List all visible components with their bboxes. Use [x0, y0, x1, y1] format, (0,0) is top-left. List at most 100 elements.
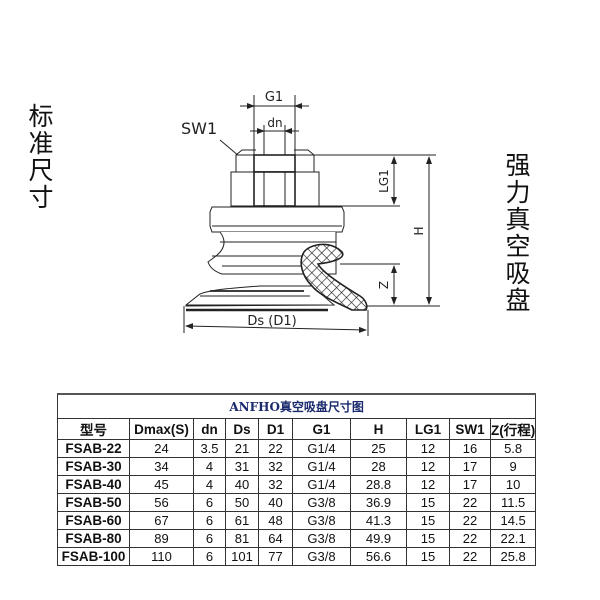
z-label: Z — [377, 281, 391, 289]
table-row: FSAB-50 56 6 50 40 G3/8 36.9 15 22 11.5 — [57, 493, 537, 512]
table-cell: 14.5 — [489, 511, 537, 530]
table-cell: 16 — [449, 439, 491, 458]
table-cell: 25 — [350, 439, 407, 458]
table-row: FSAB-22 24 3.5 21 22 G1/4 25 12 16 5.8 — [57, 439, 537, 458]
table-cell: G1/4 — [292, 457, 351, 476]
lg1-label: LG1 — [377, 169, 391, 193]
table-cell: G3/8 — [292, 511, 351, 530]
table-cell: 17 — [449, 475, 491, 494]
column-header: LG1 — [406, 418, 450, 440]
standard-size-label: 标准尺寸 — [28, 102, 54, 212]
sw1-label: SW1 — [181, 119, 217, 138]
table-title: ANFHO真空吸盘尺寸图 — [56, 393, 537, 419]
table-cell: 25.8 — [489, 547, 537, 566]
table-cell: 5.8 — [489, 439, 537, 458]
model-cell: FSAB-40 — [57, 475, 130, 494]
table-cell: 9 — [489, 457, 537, 476]
column-header: D1 — [258, 418, 293, 440]
model-cell: FSAB-100 — [57, 547, 130, 566]
column-header: Z(行程) — [489, 418, 537, 440]
table-cell: 15 — [406, 493, 450, 512]
table-row: FSAB-30 34 4 31 32 G1/4 28 12 17 9 — [57, 457, 537, 476]
table-cell: 22 — [258, 439, 293, 458]
g1-label: G1 — [265, 90, 283, 105]
table-cell: 22 — [449, 511, 491, 530]
table-cell: 61 — [225, 511, 259, 530]
table-cell: 12 — [406, 439, 450, 458]
column-header: 型号 — [57, 418, 130, 440]
table-cell: 49.9 — [350, 529, 407, 548]
table-cell: 22 — [449, 547, 491, 566]
table-cell: 6 — [193, 511, 226, 530]
table-cell: 40 — [258, 493, 293, 512]
table-cell: 48 — [258, 511, 293, 530]
model-cell: FSAB-60 — [57, 511, 130, 530]
table-cell: 40 — [225, 475, 259, 494]
table-cell: 4 — [193, 475, 226, 494]
ds-d1-label: Ds (D1) — [247, 314, 296, 329]
table-cell: 41.3 — [350, 511, 407, 530]
table-row: FSAB-60 67 6 61 48 G3/8 41.3 15 22 14.5 — [57, 511, 537, 530]
table-cell: 17 — [449, 457, 491, 476]
table-cell: 6 — [193, 547, 226, 566]
model-cell: FSAB-22 — [57, 439, 130, 458]
column-header: Dmax(S) — [129, 418, 194, 440]
table-cell: 32 — [258, 475, 293, 494]
model-cell: FSAB-50 — [57, 493, 130, 512]
suction-cup-dimension-drawing: G1 dn SW1 LG1 H Z Ds (D1) — [181, 90, 440, 336]
table-cell: 6 — [193, 493, 226, 512]
table-row: FSAB-40 45 4 40 32 G1/4 28.8 12 17 10 — [57, 475, 537, 494]
table-cell: 77 — [258, 547, 293, 566]
table-cell: 64 — [258, 529, 293, 548]
table-cell: 50 — [225, 493, 259, 512]
table-cell: G1/4 — [292, 439, 351, 458]
table-header-row: 型号 Dmax(S) dn Ds D1 G1 H LG1 SW1 Z(行程) — [57, 418, 537, 440]
table-cell: 34 — [129, 457, 194, 476]
table-cell: 110 — [129, 547, 194, 566]
table-cell: 21 — [225, 439, 259, 458]
table-cell: 15 — [406, 529, 450, 548]
table-cell: 67 — [129, 511, 194, 530]
table-cell: 81 — [225, 529, 259, 548]
h-label: H — [412, 226, 426, 235]
table-cell: 12 — [406, 457, 450, 476]
table-title-row: ANFHO真空吸盘尺寸图 — [56, 393, 537, 419]
table-row: FSAB-100 110 6 101 77 G3/8 56.6 15 22 25… — [57, 547, 537, 566]
table-cell: G3/8 — [292, 493, 351, 512]
table-cell: 4 — [193, 457, 226, 476]
column-header: dn — [193, 418, 226, 440]
column-header: G1 — [292, 418, 351, 440]
table-cell: G1/4 — [292, 475, 351, 494]
table-cell: 45 — [129, 475, 194, 494]
table-cell: G3/8 — [292, 529, 351, 548]
dn-label: dn — [267, 116, 282, 130]
table-cell: 28 — [350, 457, 407, 476]
model-cell: FSAB-30 — [57, 457, 130, 476]
table-cell: 6 — [193, 529, 226, 548]
table-cell: 3.5 — [193, 439, 226, 458]
column-header: Ds — [225, 418, 259, 440]
table-cell: 36.9 — [350, 493, 407, 512]
table-cell: 56 — [129, 493, 194, 512]
table-row: FSAB-80 89 6 81 64 G3/8 49.9 15 22 22.1 — [57, 529, 537, 548]
table-cell: 11.5 — [489, 493, 537, 512]
model-cell: FSAB-80 — [57, 529, 130, 548]
table-cell: 56.6 — [350, 547, 407, 566]
table-cell: G3/8 — [292, 547, 351, 566]
table-cell: 15 — [406, 547, 450, 566]
dimension-spec-table: ANFHO真空吸盘尺寸图 型号 Dmax(S) dn Ds D1 G1 H LG… — [56, 393, 537, 566]
table-cell: 24 — [129, 439, 194, 458]
column-header: H — [350, 418, 407, 440]
heavy-duty-vacuum-cup-label: 强力真空吸盘 — [505, 151, 531, 315]
table-cell: 101 — [225, 547, 259, 566]
table-cell: 22 — [449, 493, 491, 512]
table-cell: 32 — [258, 457, 293, 476]
table-cell: 15 — [406, 511, 450, 530]
table-cell: 22 — [449, 529, 491, 548]
table-cell: 10 — [489, 475, 537, 494]
table-cell: 31 — [225, 457, 259, 476]
table-cell: 22.1 — [489, 529, 537, 548]
table-cell: 12 — [406, 475, 450, 494]
table-cell: 89 — [129, 529, 194, 548]
table-cell: 28.8 — [350, 475, 407, 494]
